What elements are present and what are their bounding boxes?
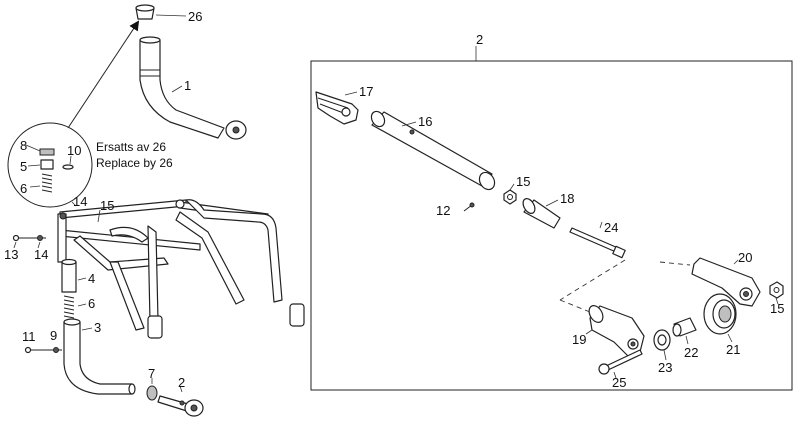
detail-parts <box>39 148 74 193</box>
part-2-wheel-assembly <box>157 395 204 417</box>
part-18-cone <box>522 198 561 229</box>
note-line-2: Replace by 26 <box>96 156 173 170</box>
callout-15-mid: 15 <box>516 174 530 189</box>
assembly-2-frame <box>310 60 793 391</box>
walker-frame <box>57 199 305 339</box>
callout-14-top: 14 <box>73 194 87 209</box>
part-15-right-nut <box>769 281 784 299</box>
part-15-nut <box>503 189 517 205</box>
callout-23: 23 <box>658 360 672 375</box>
callout-15-right: 15 <box>770 301 784 316</box>
part-6-spring <box>63 295 75 319</box>
callout-17: 17 <box>359 84 373 99</box>
part-9-clip <box>53 347 59 353</box>
detail-circle <box>7 122 93 208</box>
callout-16: 16 <box>418 114 432 129</box>
part-16-tube <box>370 110 496 191</box>
callout-18: 18 <box>560 191 574 206</box>
callout-13: 13 <box>4 247 18 262</box>
callout-4: 4 <box>88 271 95 286</box>
part-12-screw <box>463 202 475 212</box>
callout-6-detail: 6 <box>20 181 27 196</box>
callout-19: 19 <box>572 332 586 347</box>
callout-22: 22 <box>684 345 698 360</box>
centerline-2 <box>659 261 691 266</box>
callout-2-box: 2 <box>476 32 483 47</box>
callout-8: 8 <box>20 138 27 153</box>
part-4-insert <box>61 258 77 293</box>
part-1-handle <box>139 36 247 140</box>
part-3-leg <box>63 318 136 395</box>
callout-11: 11 <box>22 329 36 344</box>
part-20-bracket <box>691 257 761 307</box>
part-19-arm <box>588 305 645 357</box>
callout-3: 3 <box>94 320 101 335</box>
note-line-1: Ersatts av 26 <box>96 140 166 154</box>
callout-26: 26 <box>188 9 202 24</box>
centerline-1 <box>559 259 626 301</box>
part-26-cap <box>135 4 155 20</box>
part-17-fork-clamp <box>315 91 359 125</box>
callout-10: 10 <box>67 143 81 158</box>
callout-1: 1 <box>184 78 191 93</box>
part-24-bolt <box>569 227 626 259</box>
part-21-roller <box>703 293 737 335</box>
callout-6-lower: 6 <box>88 296 95 311</box>
callout-14-left: 14 <box>34 247 48 262</box>
callout-2-bottom: 2 <box>178 375 185 390</box>
callout-20: 20 <box>738 250 752 265</box>
part-23-washer <box>653 329 671 351</box>
callout-9: 9 <box>50 328 57 343</box>
replacement-arrow <box>67 20 140 129</box>
callout-24: 24 <box>604 220 618 235</box>
callout-25: 25 <box>612 375 626 390</box>
callout-15-left: 15 <box>100 198 114 213</box>
callout-12: 12 <box>436 203 450 218</box>
part-25-bolt <box>598 349 643 375</box>
part-7-cap <box>146 385 158 401</box>
part-22-spacer <box>672 317 697 337</box>
callout-5: 5 <box>20 159 27 174</box>
callout-21: 21 <box>726 342 740 357</box>
callout-7: 7 <box>148 366 155 381</box>
part-14-nut <box>37 235 43 241</box>
